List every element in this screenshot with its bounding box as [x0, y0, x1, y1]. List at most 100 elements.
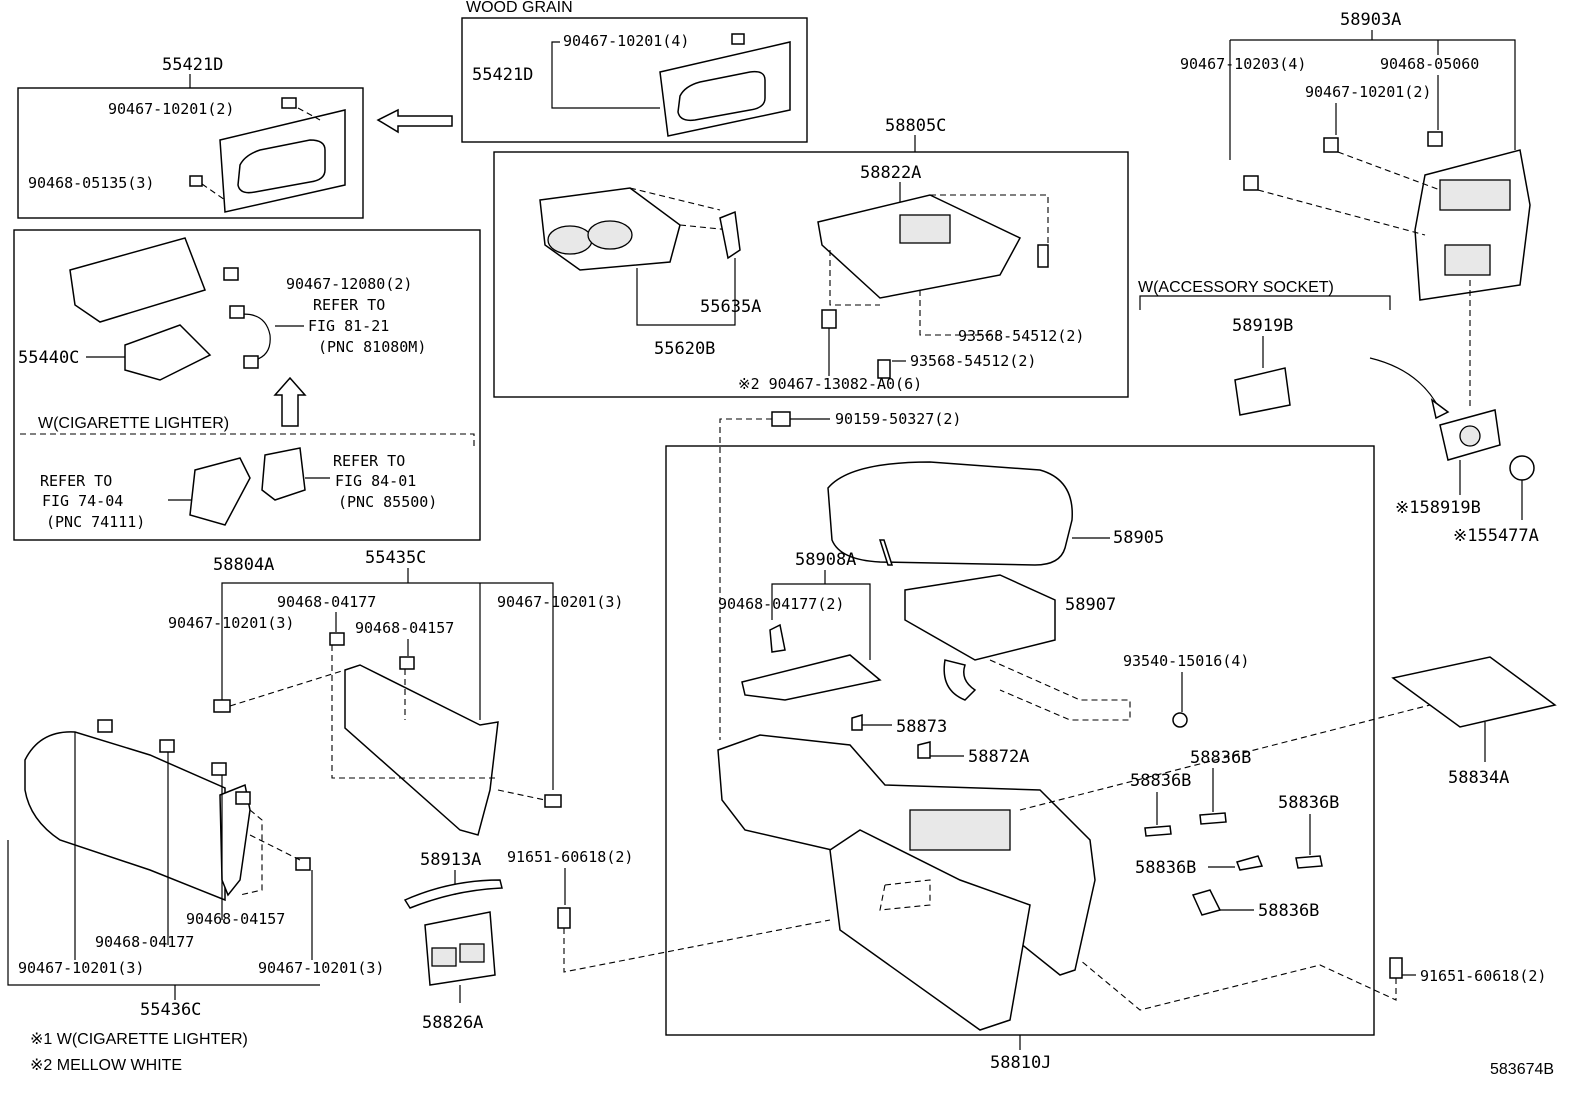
- part-console-side: [829, 829, 1031, 1031]
- label-90159-50327: 90159-50327(2): [835, 410, 961, 428]
- pad-icon: [1199, 812, 1227, 825]
- label-91651-60618-b: 91651-60618(2): [1420, 967, 1546, 985]
- part-trim-cutout: [237, 139, 326, 194]
- dash-line: [829, 194, 1049, 336]
- label-58804A: 58804A: [213, 555, 274, 575]
- label-91651-60618-a: 91651-60618(2): [507, 848, 633, 866]
- bracket-line: [7, 732, 320, 1000]
- label-accessory-socket: W(ACCESSORY SOCKET): [1138, 279, 1334, 296]
- label-58919B: 58919B: [1232, 316, 1293, 336]
- screw-icon: [1037, 244, 1049, 268]
- footnote-1: ※1 W(CIGARETTE LIGHTER): [30, 1031, 248, 1048]
- label-58905: 58905: [1113, 528, 1164, 548]
- bezel-slot: [459, 943, 485, 963]
- part-rear-vent-58903A: [1414, 149, 1531, 301]
- part-shift-bezel-58822A: [817, 194, 1022, 299]
- label-refer-81-1: REFER TO: [313, 296, 385, 314]
- label-58834A: 58834A: [1448, 768, 1509, 788]
- label-158919B: ※158919B: [1395, 498, 1481, 518]
- clip-icon: [211, 762, 227, 776]
- pad-icon: [1236, 855, 1264, 871]
- part-armrest-58905: [827, 461, 1073, 566]
- dash-line: [989, 659, 1131, 721]
- label-90467-10201-4: 90467-10201(4): [563, 32, 689, 50]
- dash-line: [879, 879, 931, 911]
- socket-hole: [1459, 425, 1481, 447]
- vent-grille: [1439, 179, 1511, 211]
- screw-icon: [771, 411, 791, 427]
- bracket-line: [1139, 295, 1391, 310]
- hinge-arm: [943, 659, 977, 701]
- socket-grille: [1444, 244, 1491, 276]
- part-tray-58908A: [741, 654, 882, 701]
- connector-icon: [243, 355, 259, 369]
- label-90467-13082: ※2 90467-13082-A0(6): [738, 375, 922, 393]
- clip-icon: [1243, 175, 1259, 191]
- label-58826A: 58826A: [422, 1013, 483, 1033]
- label-refer-84-2: FIG 84-01: [335, 472, 416, 490]
- clip-icon: [223, 267, 239, 281]
- box-wood-grain: [461, 17, 808, 143]
- pad-icon: [1191, 889, 1222, 916]
- part-mat-58834A: [1391, 656, 1557, 728]
- label-refer-84-1: REFER TO: [333, 452, 405, 470]
- footnote-2: ※2 MELLOW WHITE: [30, 1057, 182, 1074]
- hinge-part: [878, 539, 894, 566]
- label-90468-04157-a: 90468-04157: [355, 619, 454, 637]
- label-90468-04177-a: 90468-04177: [277, 593, 376, 611]
- label-55440C: 55440C: [18, 348, 79, 368]
- bezel-slot: [431, 947, 457, 967]
- clip-icon: [731, 33, 745, 45]
- label-90468-05135-3: 90468-05135(3): [28, 174, 154, 192]
- screw-icon: [1389, 957, 1403, 979]
- label-90467-12080-2: 90467-12080(2): [286, 275, 412, 293]
- label-90468-04177-2: 90468-04177(2): [718, 595, 844, 613]
- clip-icon: [851, 713, 863, 731]
- part-wood-cutout: [677, 70, 766, 122]
- bracket-line: [551, 41, 660, 109]
- label-90467-10201-2b: 90467-10201(2): [1305, 83, 1431, 101]
- label-58903A: 58903A: [1340, 10, 1401, 30]
- part-tray-55440C: [69, 237, 206, 323]
- bracket-line: [636, 258, 736, 326]
- clip-icon: [1427, 131, 1443, 147]
- bracket-line: [1230, 30, 1516, 150]
- label-90467-10201-2a: 90467-10201(2): [108, 100, 234, 118]
- clip-icon: [821, 309, 837, 329]
- cup-recess: [547, 225, 593, 255]
- arrow-head-icon: [1430, 398, 1450, 420]
- label-wood-grain: WOOD GRAIN: [466, 0, 573, 16]
- label-90468-04157-b: 90468-04157: [186, 910, 285, 928]
- label-58836B-4: 58836B: [1135, 858, 1196, 878]
- dash-line: [239, 809, 301, 896]
- label-58913A: 58913A: [420, 850, 481, 870]
- clip-icon: [97, 719, 113, 733]
- part-55635A: [719, 210, 741, 260]
- label-90467-10201-3c: 90467-10201(3): [18, 959, 144, 977]
- label-refer-74-3: (PNC 74111): [46, 513, 145, 531]
- label-58810J: 58810J: [990, 1053, 1051, 1073]
- part-wire-harness: [234, 313, 271, 361]
- label-55436C: 55436C: [140, 1000, 201, 1020]
- bracket-line: [771, 570, 871, 660]
- clip-icon: [1323, 137, 1339, 153]
- dash-line: [229, 645, 546, 801]
- clip-icon: [159, 739, 175, 753]
- label-58908A: 58908A: [795, 550, 856, 570]
- part-lighter: [261, 447, 306, 501]
- pad-icon: [1295, 855, 1323, 869]
- part-ashtray: [189, 457, 251, 526]
- screw-icon: [1172, 712, 1188, 728]
- clip-icon: [189, 175, 203, 187]
- label-90467-10201-3d: 90467-10201(3): [258, 959, 384, 977]
- part-panel-55435C: [344, 664, 499, 836]
- label-55421D-top: 55421D: [162, 55, 223, 75]
- clip-icon: [399, 656, 415, 670]
- label-90468-04177-b: 90468-04177: [95, 933, 194, 951]
- box-55440C: [13, 229, 481, 541]
- label-58822A: 58822A: [860, 163, 921, 183]
- clip-icon: [235, 791, 251, 805]
- pad-icon: [1144, 825, 1172, 837]
- diagram-id: 583674B: [1490, 1061, 1554, 1078]
- dash-line: [563, 919, 831, 973]
